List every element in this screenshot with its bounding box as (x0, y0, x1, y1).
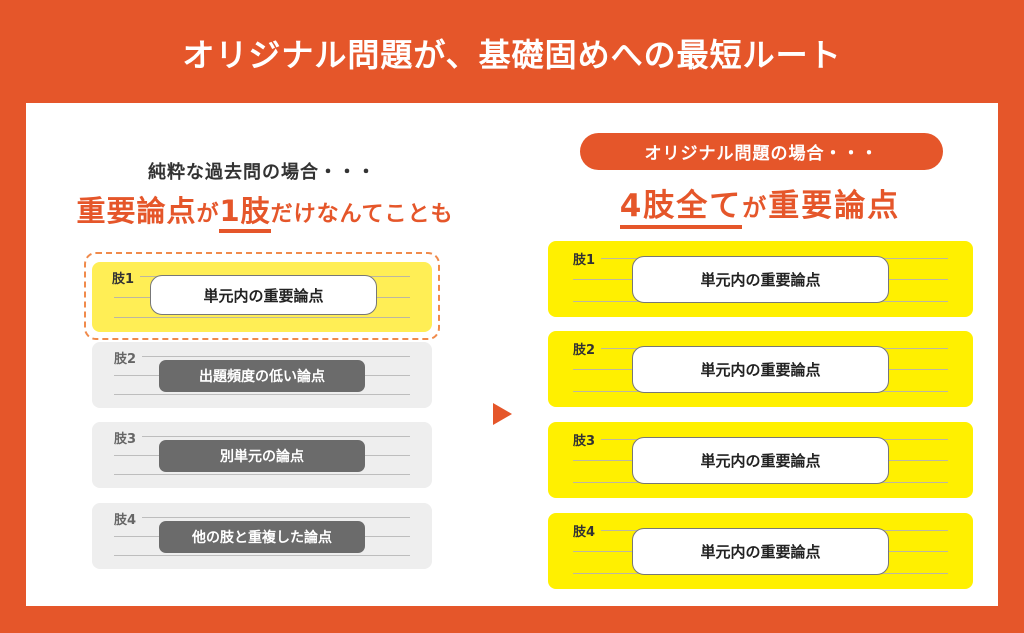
card-label: 肢2 (573, 339, 602, 358)
right-card-4: 肢4 単元内の重要論点 (548, 513, 973, 589)
left-headline-part4: だけなんてことも (270, 202, 454, 227)
card-label: 肢1 (112, 268, 141, 287)
left-headline: 重要論点が1肢だけなんてことも (50, 188, 480, 233)
card-topic: 出題頻度の低い論点 (159, 360, 365, 392)
card-topic: 単元内の重要論点 (632, 528, 889, 575)
left-card-3: 肢3 別単元の論点 (92, 422, 432, 488)
card-label: 肢3 (114, 428, 143, 447)
left-headline-part2: が (196, 202, 220, 227)
left-subtitle: 純粋な過去問の場合・・・ (148, 162, 376, 183)
right-headline-part3: 重要論点 (768, 188, 901, 224)
card-label: 肢2 (114, 348, 143, 367)
left-card-4: 肢4 他の肢と重複した論点 (92, 503, 432, 569)
card-topic: 単元内の重要論点 (632, 346, 889, 393)
left-card-2: 肢2 出題頻度の低い論点 (92, 342, 432, 408)
right-card-2: 肢2 単元内の重要論点 (548, 331, 973, 407)
right-card-1: 肢1 単元内の重要論点 (548, 241, 973, 317)
card-label: 肢4 (114, 509, 143, 528)
right-headline-part2: が (742, 194, 769, 222)
left-headline-part3: 1肢 (219, 194, 271, 233)
card-topic: 他の肢と重複した論点 (159, 521, 365, 553)
page-title: オリジナル問題が、基礎固めへの最短ルート (182, 36, 842, 74)
card-topic: 別単元の論点 (159, 440, 365, 472)
right-pill-label: オリジナル問題の場合・・・ (580, 133, 943, 170)
triangle-right-icon (493, 403, 512, 425)
highlight-dashed-border (84, 252, 440, 340)
right-headline: 4肢全てが重要論点 (560, 180, 960, 229)
right-card-3: 肢3 単元内の重要論点 (548, 422, 973, 498)
left-card-1: 肢1 単元内の重要論点 (92, 262, 432, 332)
card-label: 肢3 (573, 430, 602, 449)
card-topic: 単元内の重要論点 (632, 256, 889, 303)
card-topic: 単元内の重要論点 (150, 275, 377, 315)
card-label: 肢4 (573, 521, 602, 540)
left-headline-part1: 重要論点 (76, 194, 197, 228)
right-headline-part1: 4肢全て (619, 188, 743, 229)
card-label: 肢1 (573, 249, 602, 268)
card-topic: 単元内の重要論点 (632, 437, 889, 484)
